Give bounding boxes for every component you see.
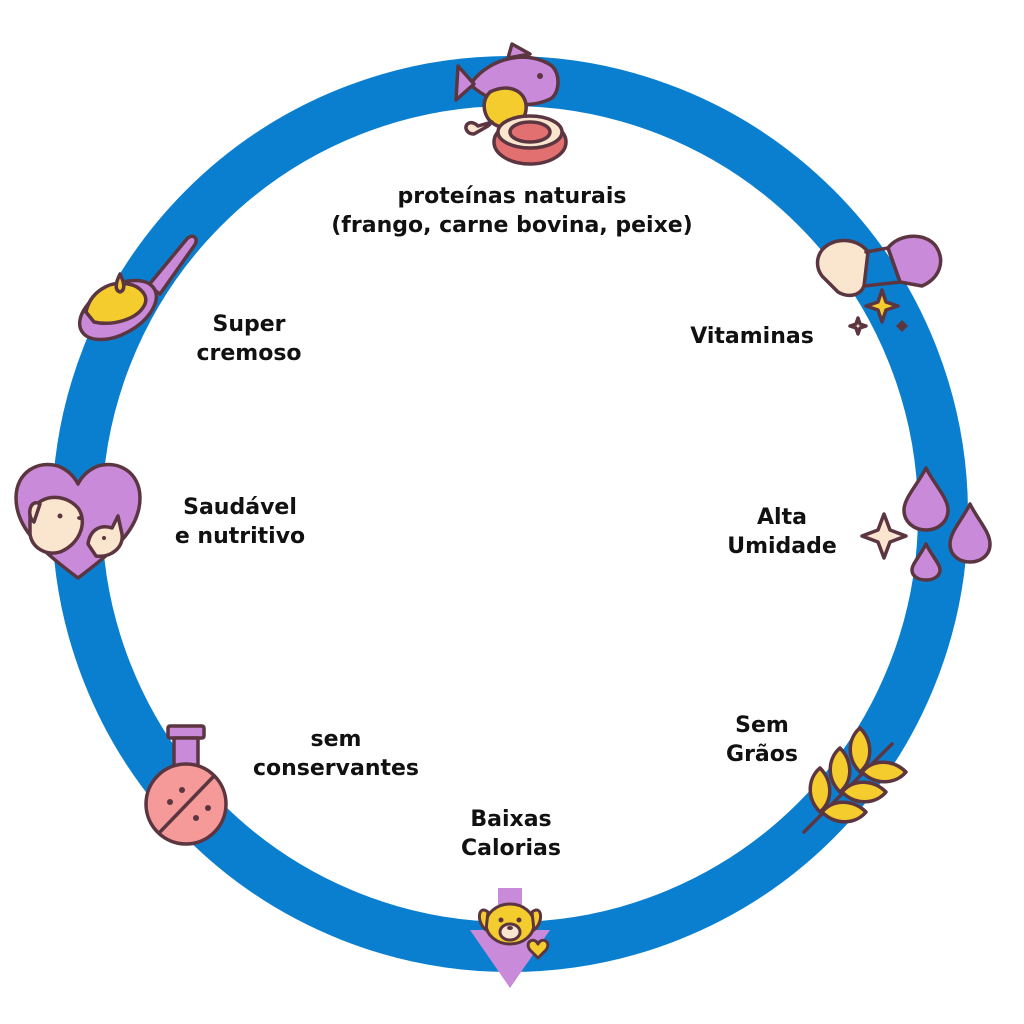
label-no-preservatives: sem conservantes: [252, 727, 420, 781]
label-healthy: Saudável e nutritivo: [174, 495, 306, 549]
no-preservatives-flask-icon: [144, 724, 228, 846]
label-moisture: Alta Umidade: [727, 505, 837, 559]
fish-chicken-meat-icon: [454, 42, 568, 166]
label-grain-free: Sem Grãos: [726, 713, 798, 767]
dog-arrow-down-icon: [470, 888, 550, 988]
wheat-icon: [802, 726, 908, 834]
label-low-calories: Baixas Calorias: [461, 807, 561, 861]
capsule-sparkle-icon: [815, 234, 943, 336]
pet-heart-icon: [14, 462, 142, 580]
label-vitamins: Vitaminas: [690, 324, 814, 349]
water-drops-icon: [860, 466, 992, 582]
spoon-cream-icon: [77, 234, 198, 342]
label-creamy: Super cremoso: [196, 312, 302, 366]
label-proteins: proteínas naturais (frango, carne bovina…: [331, 184, 693, 238]
